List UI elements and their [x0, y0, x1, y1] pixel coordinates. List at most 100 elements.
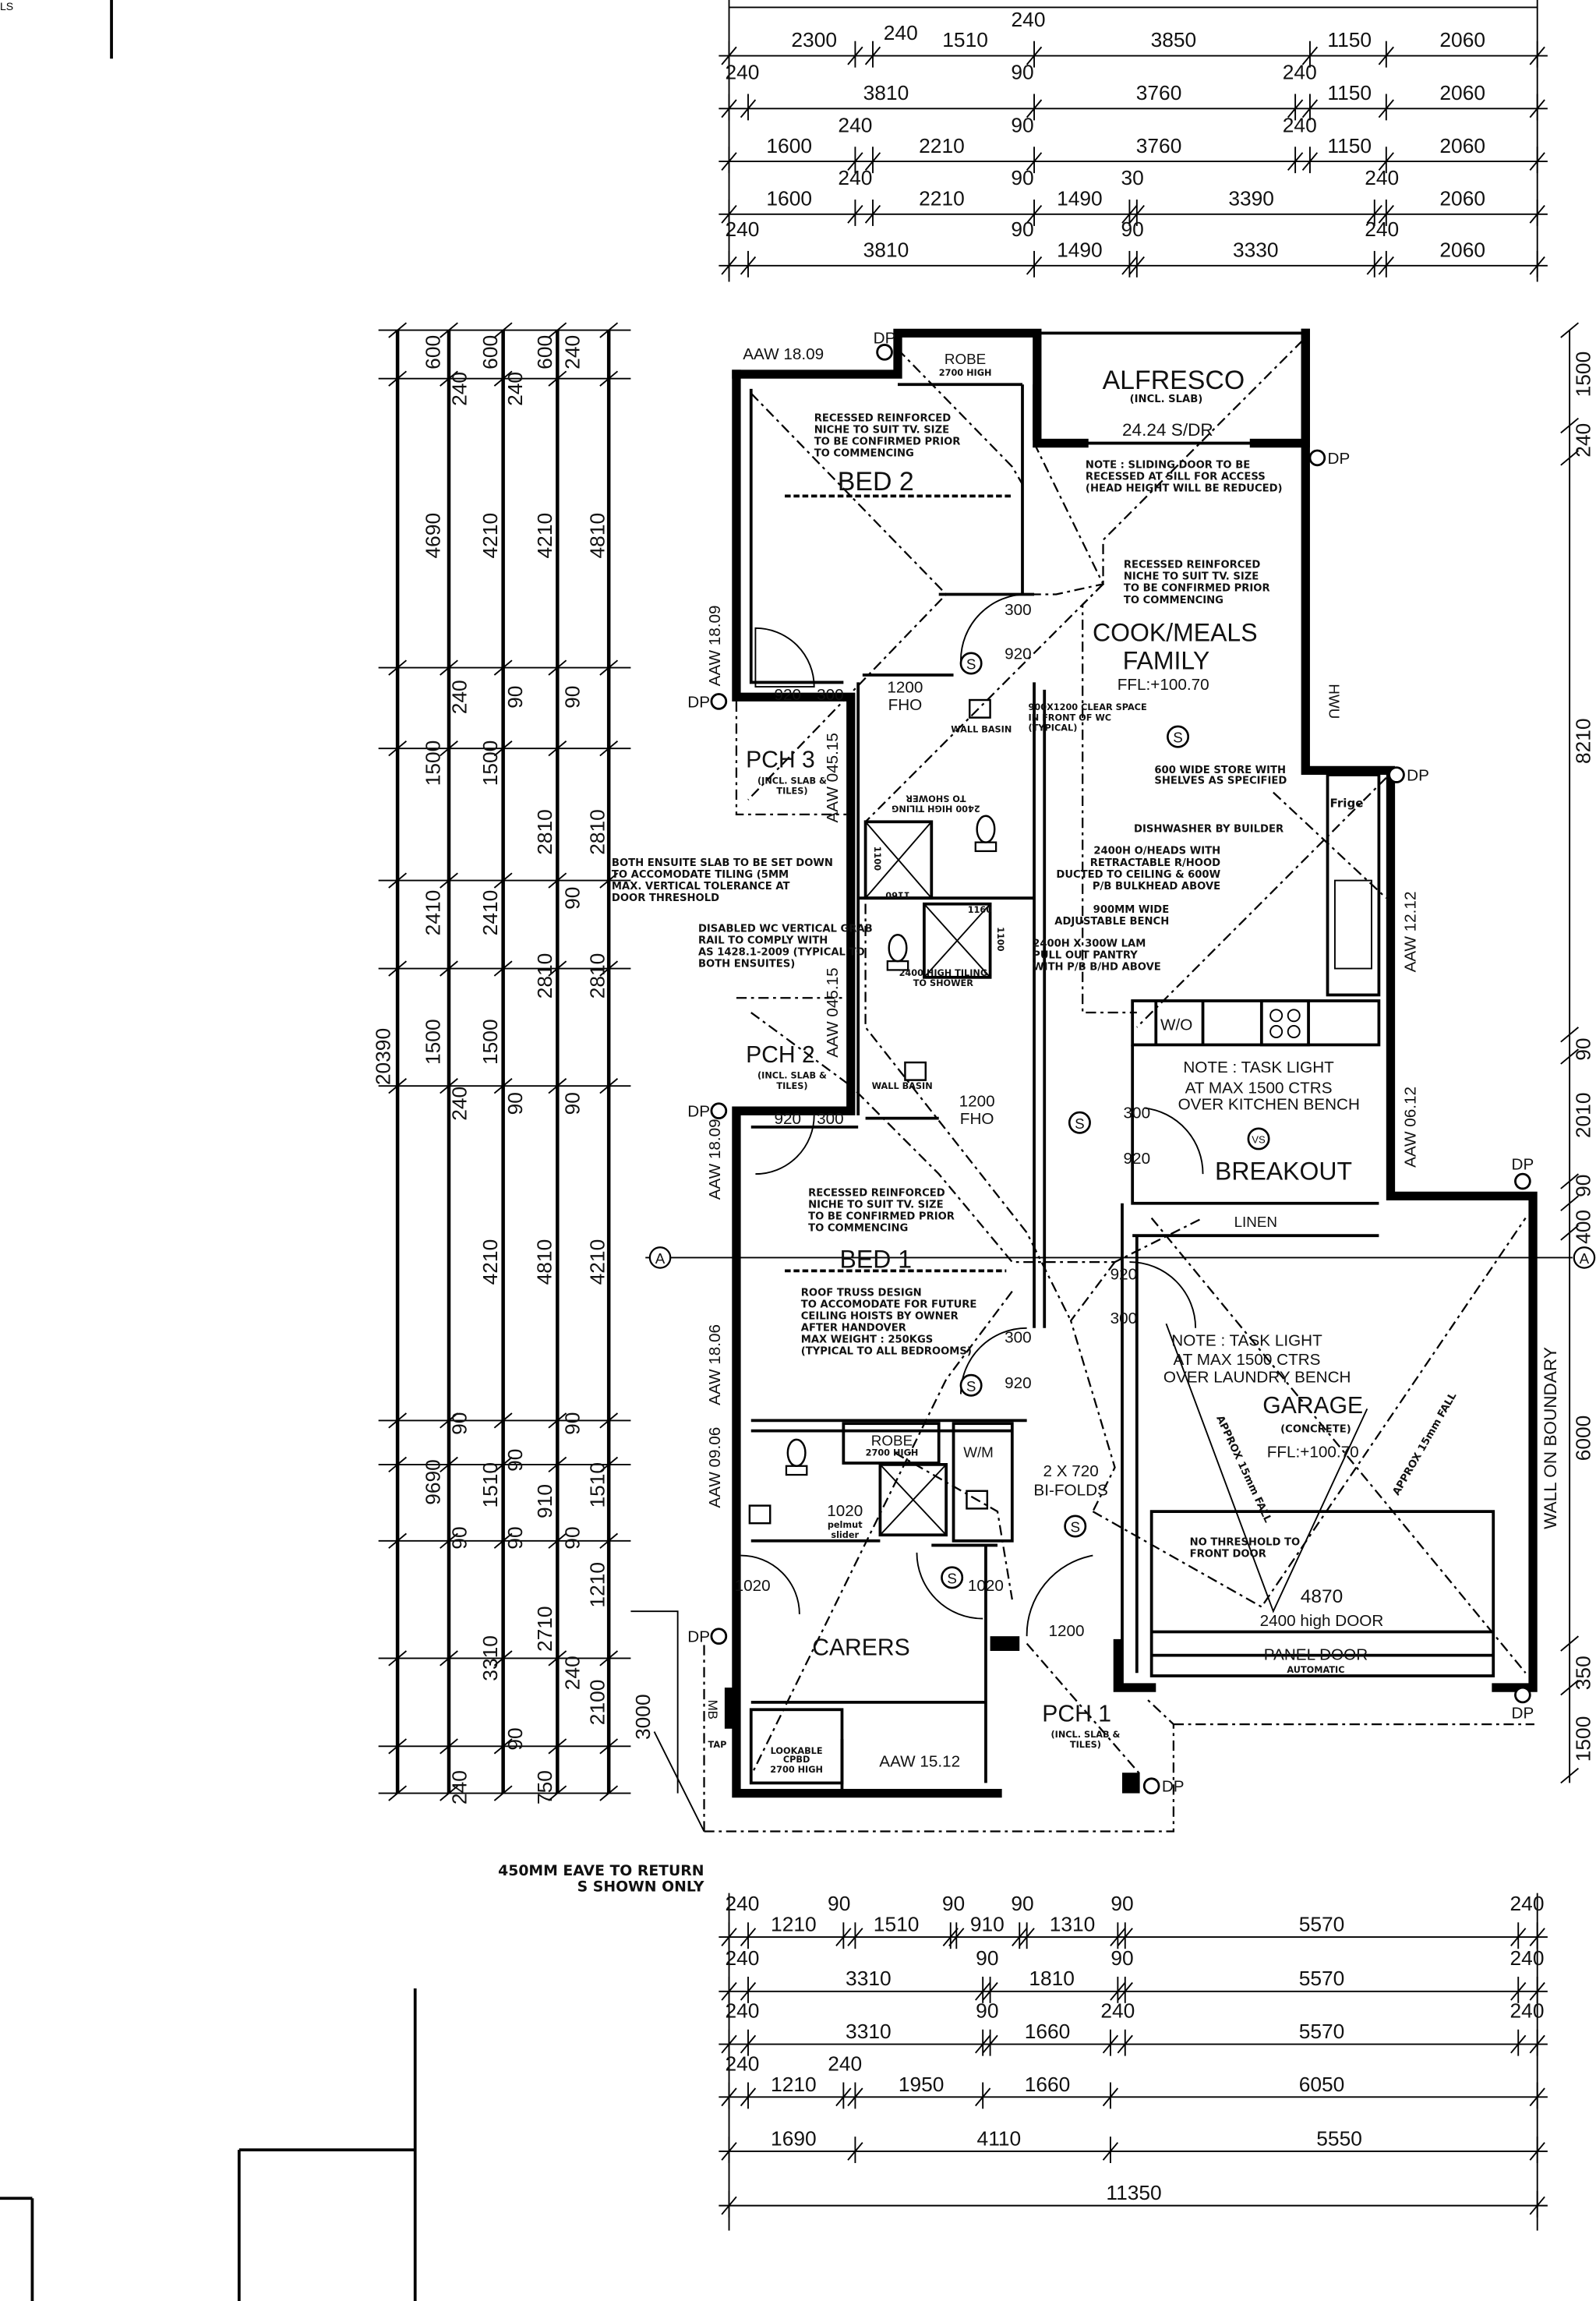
right-dimension: 90: [1571, 1175, 1594, 1197]
plan-label: 2700 HIGH: [866, 1448, 919, 1458]
internal-walls: [645, 383, 1573, 1794]
note-line: MAX. VERTICAL TOLERANCE AT: [612, 881, 790, 892]
grid-marker-label: A: [1580, 1250, 1590, 1267]
plan-label: 2700 HIGH: [939, 368, 992, 378]
top-dimension: 30: [1121, 166, 1144, 189]
plan-label: TO SHOWER: [906, 793, 966, 803]
grid-marker-a: A: [648, 1246, 672, 1269]
note-line: 450MM EAVE TO RETURN: [498, 1863, 704, 1879]
left-dimension: 3310: [478, 1635, 502, 1681]
plan-label: AAW 12.12: [1401, 892, 1419, 973]
top-dimension: 240: [1012, 8, 1046, 31]
left-dimension: 2810: [586, 953, 609, 999]
meter-box-icon: [724, 1688, 736, 1729]
smoke-detector-icon: S: [1167, 725, 1190, 748]
plan-label: (INCL. SLAB): [1130, 394, 1203, 405]
left-dimension: 4690: [422, 513, 445, 559]
note-line: 2400H O/HEADS WITH: [1093, 846, 1220, 857]
top-dimension: 2060: [1439, 28, 1485, 51]
plan-label: (INCL. SLAB &: [757, 776, 827, 786]
smoke-detector-icon: S: [941, 1566, 964, 1589]
left-dimension: 240: [448, 1087, 471, 1121]
plan-label: 300: [1110, 1310, 1138, 1327]
note-line: RECESSED AT SILL FOR ACCESS: [1086, 472, 1266, 483]
downpipe-marker: DP: [1512, 1686, 1534, 1723]
left-dimension: 90: [561, 686, 584, 709]
basin-icon: [904, 1061, 927, 1081]
left-dimension: 90: [503, 1727, 527, 1750]
plan-label: ALFRESCO: [1103, 366, 1245, 395]
bottom-dimension: 1310: [1050, 1913, 1096, 1936]
plan-label: TO SHOWER: [913, 978, 974, 988]
plan-label: APPROX 15mm FALL: [1391, 1391, 1460, 1498]
top-dimension: 3810: [863, 81, 909, 104]
bottom-dimension: 90: [1011, 1892, 1033, 1915]
left-dimension: 90: [561, 887, 584, 910]
smoke-detector-icon: S: [959, 652, 983, 675]
top-dimension: 1600: [766, 134, 812, 157]
bottom-dimension: 240: [725, 1892, 759, 1915]
plan-label: PCH 3: [746, 748, 815, 773]
plan-label: W/O: [1160, 1016, 1192, 1034]
plan-label: (TYPICAL): [1029, 723, 1078, 733]
plan-label: WALL ON BOUNDARY: [1541, 1347, 1560, 1529]
top-dimension: 3810: [863, 238, 909, 261]
bottom-dimension: 3310: [846, 1967, 892, 1990]
plan-label: LOOKABLE: [771, 1746, 823, 1756]
left-dimension: 1510: [586, 1462, 609, 1508]
right-dimension: 350: [1571, 1656, 1594, 1690]
top-dimension: 1490: [1057, 187, 1103, 210]
plan-label: 920: [1110, 1266, 1138, 1284]
bottom-dimension: 90: [976, 1946, 998, 1970]
top-dimension: 2060: [1439, 81, 1485, 104]
plan-label: (CONCRETE): [1280, 1423, 1351, 1435]
plan-label: AT MAX 1500 CTRS: [1185, 1080, 1333, 1097]
plan-label: AAW 18.09: [706, 605, 724, 686]
bottom-dimension: 5550: [1316, 2126, 1362, 2150]
note-line: NICHE TO SUIT TV. SIZE: [814, 424, 949, 436]
plan-label: 920: [775, 1110, 802, 1128]
plan-label: (INCL. SLAB &: [1050, 1730, 1120, 1740]
plan-label: AAW 09.06: [706, 1427, 724, 1508]
downpipe-label: DP: [1407, 767, 1429, 785]
top-dimension: 2210: [919, 134, 965, 157]
plan-label: 2700 HIGH: [770, 1765, 823, 1775]
external-walls: [732, 328, 1538, 1798]
left-dimension: 2410: [422, 890, 445, 936]
note-line: CEILING HOISTS BY OWNER: [801, 1311, 959, 1323]
plan-label: IN FRONT OF WC: [1029, 712, 1112, 723]
plan-label: FFL:+100.70: [1118, 676, 1209, 694]
plan-label: NOTE : TASK LIGHT: [1183, 1059, 1334, 1076]
top-dimension: 3760: [1136, 81, 1182, 104]
bottom-dimension: 90: [942, 1892, 965, 1915]
left-dimension: 240: [561, 335, 584, 369]
plan-label: slider: [831, 1530, 859, 1540]
downpipe-marker: DP: [687, 693, 728, 711]
grid-marker-a: A: [1573, 1246, 1596, 1269]
plan-label: 2 X 720: [1043, 1462, 1098, 1480]
note-line: AS 1428.1-2009 (TYPICAL TO: [698, 947, 865, 959]
plan-label: AAW 06.12: [1401, 1087, 1419, 1168]
left-dimension: 240: [448, 1770, 471, 1804]
bottom-dimension: 240: [725, 2052, 759, 2075]
plan-label: TILES): [776, 786, 807, 797]
note-line: TO BE CONFIRMED PRIOR: [808, 1211, 955, 1222]
left-dimension: 750: [533, 1770, 556, 1804]
plan-label: COOK/MEALS: [1093, 619, 1258, 647]
left-dimension: 1500: [422, 740, 445, 786]
left-dimension: 2410: [478, 890, 502, 936]
sheet-corner-label: LS: [0, 0, 14, 12]
plan-label: 920: [1124, 1150, 1151, 1168]
downpipe-label: DP: [687, 1103, 710, 1121]
door-swings: [740, 593, 1204, 1637]
left-dimension: 910: [533, 1484, 556, 1518]
smoke-detector-label: S: [947, 1570, 957, 1586]
bottom-dimension: 1950: [899, 2073, 945, 2096]
plan-label: 2400 high DOOR: [1260, 1612, 1384, 1630]
roof-lines: [703, 339, 1534, 1833]
left-dimension: 90: [561, 1092, 584, 1115]
left-dimension: 4210: [478, 513, 502, 559]
downpipe-label: DP: [874, 330, 896, 348]
plan-label: WALL BASIN: [951, 724, 1012, 734]
